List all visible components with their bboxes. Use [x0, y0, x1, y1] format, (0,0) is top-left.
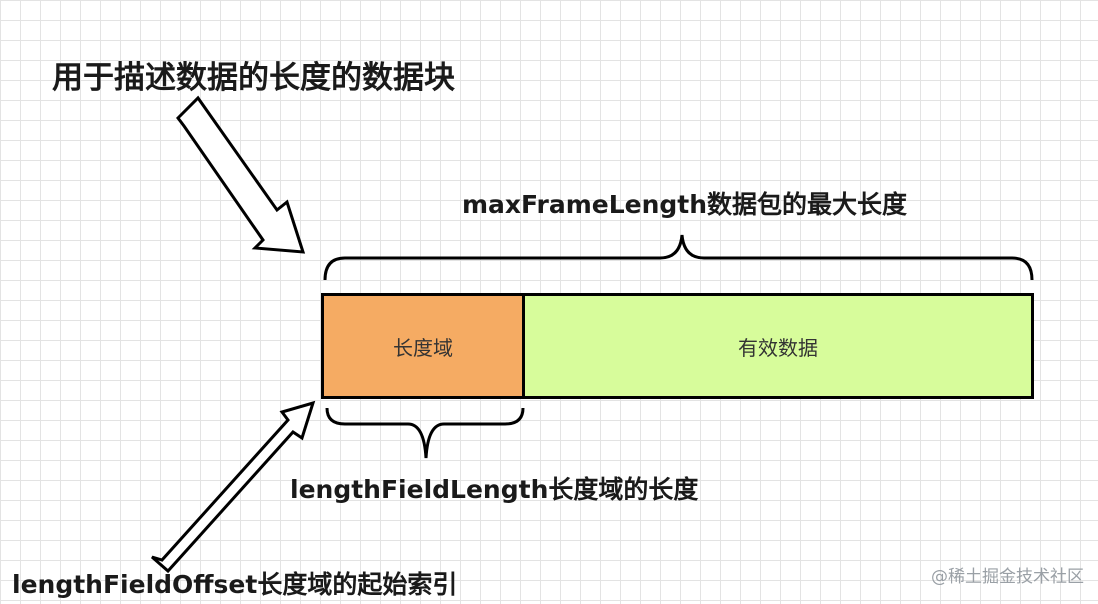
bottom-arrow: [151, 400, 316, 574]
length-field-length-label: lengthFieldLength长度域的长度: [290, 475, 699, 504]
length-field-offset-label: lengthFieldOffset长度域的起始索引: [12, 570, 458, 599]
max-frame-brace: [323, 234, 1034, 281]
payload-segment-label: 有效数据: [738, 335, 818, 360]
length-field-brace: [325, 407, 525, 459]
length-field-segment: 长度域: [321, 293, 525, 399]
watermark: @稀土掘金技术社区: [931, 567, 1084, 587]
top-arrow: [176, 95, 306, 254]
length-field-segment-label: 长度域: [393, 335, 453, 360]
payload-segment: 有效数据: [522, 293, 1034, 399]
diagram-title: 用于描述数据的长度的数据块: [52, 60, 455, 96]
max-frame-length-label: maxFrameLength数据包的最大长度: [462, 190, 908, 219]
